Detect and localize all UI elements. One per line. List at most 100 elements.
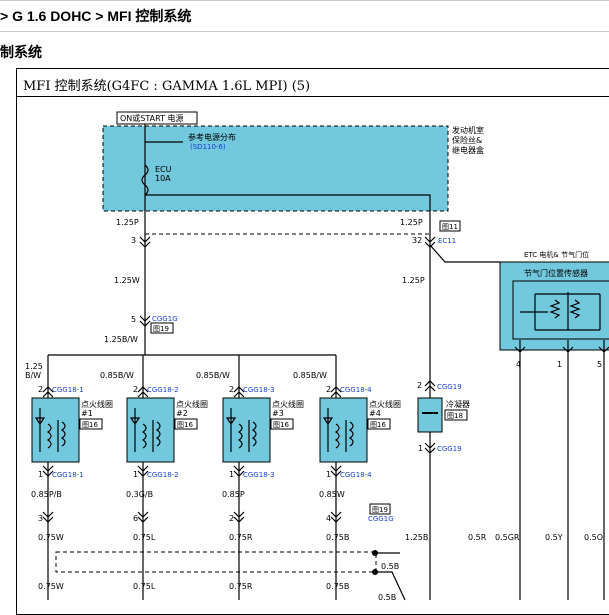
coil-1-secondary-icon [57, 420, 66, 452]
coil-4-winding-icon [334, 423, 340, 449]
cond-bot-conn[interactable]: CGG19 [437, 445, 462, 453]
coil-4-num: #4 [369, 409, 381, 418]
coil-2-top-connector-icon [137, 386, 149, 398]
coil-1-bot-pin: 1 [38, 470, 43, 479]
coil-4-cgg1g-pin: 4 [326, 514, 331, 523]
coil-3-box [222, 397, 271, 463]
coil-4-ref[interactable]: 图16 [370, 421, 386, 429]
power-label: ON或START 电源 [120, 113, 184, 123]
coil-4-ref-fig-19[interactable]: 图19 [372, 506, 388, 514]
etc-connector-icons [514, 346, 609, 353]
cond-bot-pin: 1 [418, 444, 423, 453]
etc-pin-2: 1 [557, 360, 562, 369]
etc-pin-3: 5 [597, 360, 602, 369]
ref-fig-11-box [439, 220, 461, 232]
coil-3-bot-conn[interactable]: CGG18-3 [243, 471, 275, 479]
coil-1-num: #1 [81, 409, 93, 418]
coil-1-top-conn[interactable]: CGG18-1 [52, 386, 84, 394]
coil-1-wire-3: 0.75W [38, 582, 64, 591]
etc-motor-box [499, 261, 609, 351]
wire-125b: 1.25B [405, 533, 428, 542]
fuse-relay-box [102, 125, 449, 212]
ref-fig-11[interactable]: 图11 [442, 223, 458, 231]
cond-top-conn[interactable]: CGG19 [437, 383, 462, 391]
coil-3-ref[interactable]: 图16 [273, 421, 289, 429]
coil-1-ref[interactable]: 图16 [82, 421, 98, 429]
coil-4-wire-3: 0.75B [326, 582, 349, 591]
box-label-1: 发动机室 [452, 125, 484, 135]
coil-2-top-conn[interactable]: CGG18-2 [147, 386, 179, 394]
fuse-rating: 10A [155, 174, 171, 183]
tps-wiper [520, 292, 569, 330]
ref-code[interactable]: (SD110-6) [190, 143, 226, 151]
coil-1-bot-conn[interactable]: CGG18-1 [52, 471, 84, 479]
coil-3-top-conn[interactable]: CGG18-3 [243, 386, 275, 394]
coil-2-ref[interactable]: 图16 [177, 421, 193, 429]
coil-4-cgg1g-connector-icon [330, 511, 342, 523]
coil-3-cgg1g-connector-icon [233, 511, 245, 523]
coil-3-wire-3: 0.75R [229, 582, 253, 591]
coil-4-label: 点火线圈 [369, 399, 401, 409]
etc-wire-label-3: 0.5Y [545, 533, 563, 542]
wire-05b-1: 0.5B [381, 562, 399, 571]
coil-2-diode-icon [129, 408, 141, 452]
splice-box [55, 551, 377, 573]
coil-4-wire-2: 0.75B [326, 533, 349, 542]
coil-3-num: #3 [272, 409, 284, 418]
conn-ec11[interactable]: EC11 [438, 237, 456, 245]
title-divider [16, 96, 609, 97]
coil-3-label: 点火线圈 [272, 399, 304, 409]
wire-left-top: 1.25P [116, 218, 139, 227]
ref-fig-19[interactable]: 图19 [153, 325, 169, 333]
etc-wire-label-2: 0.5GR [495, 533, 520, 542]
coil-4-cgg1g-conn[interactable]: CGG1G [368, 515, 394, 523]
coil-1-label: 点火线圈 [81, 399, 113, 409]
coil-2-bot-connector-icon [137, 465, 149, 477]
coil-2-secondary-icon [152, 420, 161, 452]
coil-3-bot-connector-icon [233, 465, 245, 477]
coil-4-bot-pin: 1 [326, 470, 331, 479]
connector-cgg1g-icon [139, 315, 151, 327]
coil-1-winding-icon [46, 423, 52, 449]
coil-3-secondary-icon [248, 420, 257, 452]
coil-3-bot-pin: 1 [229, 470, 234, 479]
ref-fig-18-box [444, 409, 468, 421]
coil-4-box [319, 397, 368, 463]
coil-1-bot-wire: 0.85P/B [31, 490, 62, 499]
etc-pin-1: 4 [516, 360, 521, 369]
splice-wires [375, 552, 406, 601]
coil-2-box [126, 397, 175, 463]
wire-125-b: B/W [25, 371, 41, 380]
coil-4-top-conn[interactable]: CGG18-4 [340, 386, 372, 394]
wire-right-branch [429, 210, 500, 263]
ref-fig-18[interactable]: 图18 [447, 412, 463, 420]
coil-1-cgg1g-pin: 3 [38, 514, 43, 523]
etc-wire-label-1: 0.5R [468, 533, 487, 542]
coil-1-top-pin: 2 [38, 385, 43, 394]
coil-1-box [31, 397, 80, 463]
coil-1-bot-connector-icon [42, 465, 54, 477]
coil-3-top-connector-icon [233, 386, 245, 398]
coil-3-winding-icon [237, 423, 243, 449]
wire-05b-2: 0.5B [378, 593, 396, 602]
connector-cgg19-bottom-icon [424, 442, 436, 454]
coil-3-ref-box [270, 418, 294, 430]
coil-1-wire-2: 0.75W [38, 533, 64, 542]
coil-4-diode-icon [322, 408, 334, 452]
coil-4-secondary-icon [345, 420, 354, 452]
box-label-3: 继电器盒 [452, 145, 484, 155]
wire-right-top: 1.25P [400, 218, 423, 227]
coil-4-bot-conn[interactable]: CGG18-4 [340, 471, 372, 479]
conn-cgg1g[interactable]: CGG1G [152, 315, 178, 323]
coil-2-bot-pin: 1 [133, 470, 138, 479]
ref-fig-19-box [150, 322, 174, 334]
box-label-2: 保险丝& [452, 135, 482, 145]
coil-2-bot-conn[interactable]: CGG18-2 [147, 471, 179, 479]
fuse-icon [141, 164, 149, 196]
cond-label: 冷凝器 [446, 399, 470, 409]
coil-2-cgg1g-connector-icon [137, 511, 149, 523]
coil-2-label: 点火线圈 [176, 399, 208, 409]
etc-wire-label-4: 0.5O [584, 533, 603, 542]
coil-2-top-wire: 0.85B/W [100, 371, 134, 380]
